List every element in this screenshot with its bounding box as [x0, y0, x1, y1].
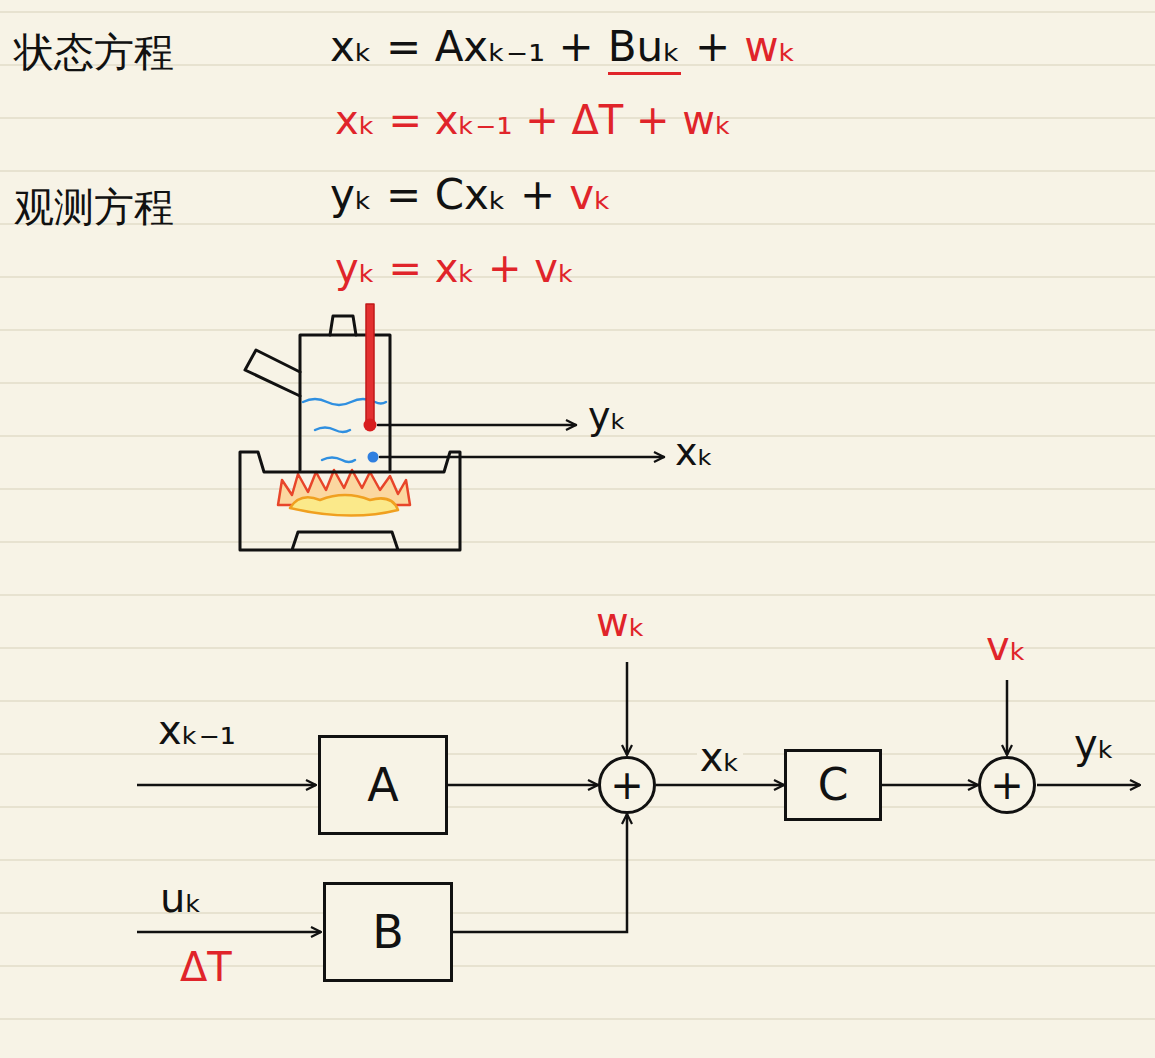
signal-connector	[656, 784, 784, 787]
kettle-body	[300, 335, 390, 470]
block-label: A	[367, 762, 398, 808]
signal-name: xₖ	[675, 432, 714, 474]
signal-name: uₖ	[160, 876, 202, 920]
signal-name: xₖ	[697, 735, 744, 779]
signal-name: yₖ	[1074, 722, 1115, 766]
input-arrow	[137, 931, 321, 934]
noise-arrow	[626, 662, 629, 755]
signal-name: vₖ	[986, 624, 1027, 668]
section-heading: 观测方程	[14, 185, 174, 229]
input-arrow	[137, 784, 316, 787]
block-label: B	[372, 909, 404, 955]
block-box: C	[784, 749, 882, 821]
signal-connector	[453, 814, 627, 932]
output-arrow	[1037, 784, 1140, 787]
signal-name: wₖ	[596, 600, 646, 644]
stove	[240, 452, 460, 550]
equation: yₖ = xₖ + vₖ	[335, 246, 575, 290]
equation-term: yₖ = Cxₖ +	[330, 172, 555, 218]
signal-name: yₖ	[588, 396, 627, 438]
equation-row: xₖ = Axₖ₋₁ + Buₖ + wₖ	[330, 24, 796, 75]
equation-term: xₖ = Axₖ₋₁ +	[330, 24, 594, 70]
flame-core	[290, 495, 398, 516]
kettle-illustration	[240, 304, 664, 550]
equation-row: yₖ = Cxₖ + vₖ	[330, 172, 612, 218]
kettle-lid	[330, 316, 356, 335]
signal-connector	[448, 784, 598, 787]
equation-term: wₖ	[744, 24, 796, 70]
leader-arrow	[378, 424, 576, 427]
block-label: +	[610, 765, 644, 805]
block-label: C	[818, 763, 849, 807]
block-box: A	[318, 735, 448, 835]
thermometer-bulb	[364, 419, 377, 432]
noise-arrow	[1006, 680, 1009, 755]
sum-junction: +	[598, 756, 656, 814]
equation-term: Buₖ	[608, 24, 681, 75]
section-heading: 状态方程	[14, 30, 174, 74]
signal-name: xₖ₋₁	[158, 708, 236, 752]
water-point	[368, 452, 379, 463]
leader-arrow	[380, 456, 664, 459]
kettle-spout	[245, 350, 300, 396]
signal-connector	[882, 784, 978, 787]
block-box: B	[323, 882, 453, 982]
signal-name: ΔT	[180, 945, 232, 989]
sum-junction: +	[978, 756, 1036, 814]
equation-term: +	[695, 24, 730, 70]
ruled-lines	[0, 12, 1155, 1019]
signal-arrows	[137, 662, 1140, 932]
thermometer	[366, 304, 374, 424]
block-label: +	[990, 765, 1024, 805]
equation-term: vₖ	[569, 172, 612, 218]
equation: xₖ = xₖ₋₁ + ΔT + wₖ	[335, 98, 732, 142]
